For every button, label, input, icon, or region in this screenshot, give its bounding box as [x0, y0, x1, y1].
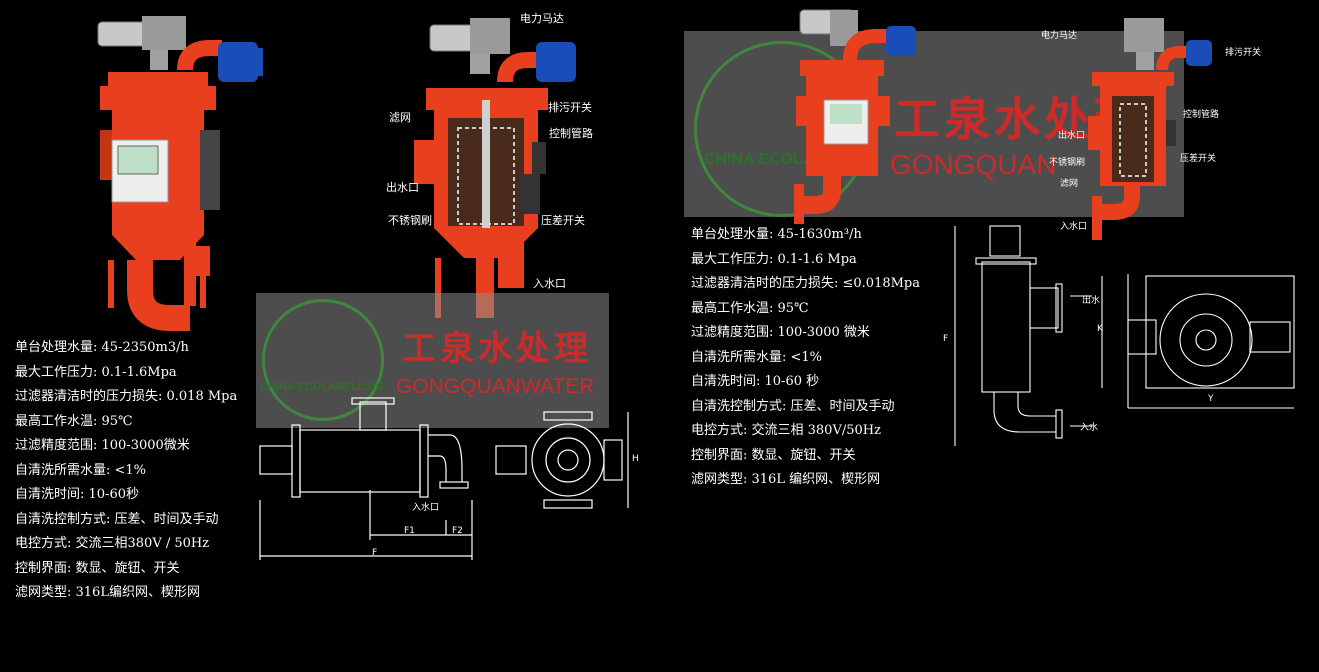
left-watermark-ring — [262, 299, 384, 421]
right-drawing-k: K — [1097, 324, 1103, 334]
left-watermark-cn: 工泉水处理 — [402, 329, 592, 369]
right-label-pressure-switch: 压差开关 — [1180, 154, 1217, 164]
left-spec-item: 滤网类型: 316L编织网、楔形网 — [15, 585, 200, 600]
left-label-brush: 不锈钢刷 — [388, 214, 432, 227]
left-label-inlet: 入水口 — [533, 277, 566, 290]
right-drawing-f: F — [943, 334, 949, 344]
right-spec-item: 自清洗所需水量: <1% — [691, 349, 823, 365]
right-spec-item: 自清洗时间: 10-60 秒 — [691, 374, 820, 389]
right-spec-list: 单台处理水量: 45-1630m³/h 最大工作压力: 0.1-1.6 Mpa … — [691, 223, 920, 493]
left-spec-item: 过滤精度范围: 100-3000微米 — [15, 438, 190, 453]
right-spec-item: 过滤精度范围: 100-3000 微米 — [691, 325, 870, 340]
left-drawing-f1: F1 — [404, 526, 415, 536]
right-label-inlet: 入水口 — [1060, 222, 1088, 232]
right-label-motor: 电力马达 — [1041, 31, 1078, 41]
left-spec-item: 单台处理水量: 45-2350m3/h — [15, 340, 189, 355]
left-drawing-f: F — [372, 548, 378, 558]
left-label-motor: 电力马达 — [520, 12, 564, 25]
left-spec-item: 最高工作水温: 95℃ — [15, 413, 133, 429]
left-spec-item: 自清洗所需水量: <1% — [15, 462, 147, 478]
right-spec-item: 最大工作压力: 0.1-1.6 Mpa — [691, 251, 857, 267]
right-spec-item: 过滤器清洁时的压力损失: ≤0.018Mpa — [691, 276, 921, 291]
left-watermark-en: GONGQUANWATER — [396, 375, 595, 398]
right-drawing-y: Y — [1208, 394, 1214, 404]
left-drawing-f2: F2 — [452, 526, 463, 536]
left-label-outlet: 出水口 — [386, 181, 419, 194]
right-label-drain-switch: 排污开关 — [1225, 48, 1262, 58]
left-label-pressure-switch: 压差开关 — [541, 214, 585, 227]
right-spec-item: 自清洗控制方式: 压差、时间及手动 — [691, 398, 895, 414]
left-watermark-eco: CHINA ECOLABELLING — [260, 381, 385, 393]
right-spec-item: 最高工作水温: 95℃ — [691, 300, 809, 316]
left-spec-item: 电控方式: 交流三相380V / 50Hz — [15, 536, 210, 551]
right-label-filter-screen: 滤网 — [1060, 179, 1079, 189]
left-spec-item: 过滤器清洁时的压力损失: 0.018 Mpa — [15, 389, 238, 404]
left-spec-list: 单台处理水量: 45-2350m3/h 最大工作压力: 0.1-1.6Mpa 过… — [15, 336, 237, 606]
right-spec-item: 电控方式: 交流三相 380V/50Hz — [691, 423, 881, 438]
left-spec-item: 自清洗控制方式: 压差、时间及手动 — [15, 511, 219, 527]
left-spec-item: 控制界面: 数显、旋钮、开关 — [15, 560, 180, 576]
right-drawing-inlet: 入水 — [1080, 423, 1099, 433]
left-spec-item: 自清洗时间: 10-60秒 — [15, 487, 139, 502]
left-drawing-inlet: 入水口 — [412, 503, 440, 513]
right-label-outlet: 出水口 — [1058, 131, 1086, 141]
right-spec-item: 控制界面: 数显、旋钮、开关 — [691, 447, 856, 463]
left-label-filter-screen: 滤网 — [389, 111, 411, 124]
left-drain-valve-illustration — [218, 42, 263, 82]
left-label-control-pipe: 控制管路 — [549, 127, 593, 140]
left-label-drain-switch: 排污开关 — [548, 101, 592, 114]
left-drawing-h: H — [632, 454, 639, 464]
right-drawing-outlet: 出水 — [1082, 296, 1101, 306]
right-spec-item: 滤网类型: 316L 编织网、楔形网 — [691, 472, 881, 487]
left-spec-item: 最大工作压力: 0.1-1.6Mpa — [15, 364, 177, 380]
left-motor-illustration — [97, 16, 186, 70]
right-spec-item: 单台处理水量: 45-1630m³/h — [691, 227, 862, 242]
right-watermark-en: GONGQUAN — [890, 149, 1057, 180]
right-watermark-eco: CHINA ECOLAB — [704, 151, 827, 168]
left-watermark-box: CHINA ECOLABELLING 工泉水处理 GONGQUANWATER — [256, 293, 609, 428]
right-label-control-pipe: 控制管路 — [1183, 110, 1220, 120]
right-label-brush: 不锈钢刷 — [1049, 158, 1086, 168]
